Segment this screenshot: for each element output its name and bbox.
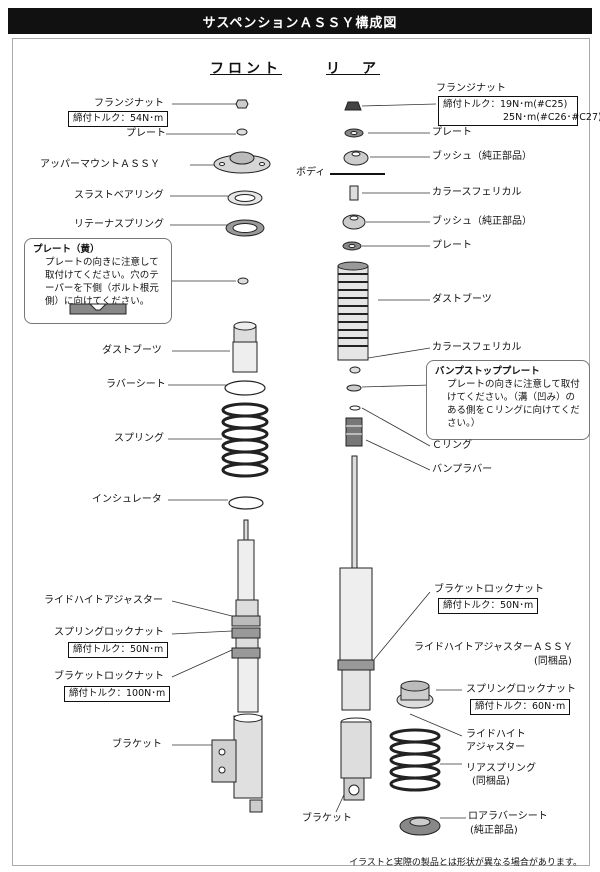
label-front-ride-height: ライドハイトアジャスター (44, 595, 163, 606)
front-plate-note: プレート（黄） プレートの向きに注意して取付けてください。穴のテーパーを下側（ボ… (24, 238, 172, 324)
front-rubber-sheet (224, 380, 266, 396)
torque-rear-line2: 25N･m(#C26･#C27) (503, 112, 600, 123)
front-bracket-part (211, 713, 263, 813)
rear-note-title: バンプストッププレート (435, 366, 540, 377)
diagram-frame (12, 38, 590, 866)
rear-c-ring (349, 405, 361, 411)
label-rear-spring: リアスプリング (466, 763, 536, 774)
front-spring (221, 402, 269, 478)
label-front-rubber-sheet: ラバーシート (106, 379, 166, 390)
label-front-thrust-bearing: スラストベアリング (74, 190, 164, 201)
label-front-flange-nut: フランジナット (94, 98, 164, 109)
rear-bump-plate-note: バンプストッププレート プレートの向きに注意して取付けてください。（溝（凹み）の… (426, 360, 590, 440)
label-front-dust-boot: ダストブーツ (102, 345, 162, 356)
rear-damper (337, 455, 375, 711)
rear-note-body: プレートの向きに注意して取付けてください。（溝（凹み）のある側をＣリングに向けて… (447, 379, 580, 429)
front-yellow-plate (237, 277, 249, 285)
front-insulator (228, 496, 264, 510)
front-retainer-spring (225, 219, 265, 237)
front-thrust-bearing (227, 190, 263, 206)
front-note-title: プレート（黄） (33, 244, 100, 255)
front-note-body: プレートの向きに注意して取付けてください。穴のテーパーを下側（ボルト根元側）に向… (45, 257, 159, 307)
front-plate (236, 128, 248, 136)
label-rear-collar-2: カラースフェリカル (432, 342, 522, 353)
label-rear-ride-height-line1: ライドハイト (466, 729, 526, 740)
rear-dust-boot (337, 261, 369, 361)
label-front-retainer-spring: リテーナスプリング (74, 219, 164, 230)
disclaimer-footer: イラストと実際の製品とは形状が異なる場合があります。 (349, 858, 582, 868)
label-rear-genuine: (純正部品) (470, 825, 518, 836)
label-rear-dust-boot: ダストブーツ (432, 294, 492, 305)
label-rear-body: ボディ (296, 167, 326, 178)
label-rear-lower-rubber: ロアラバーシート (468, 811, 548, 822)
label-front-upper-mount: アッパーマウントＡＳＳＹ (40, 159, 160, 170)
torque-rear-bracket-lock: 締付トルク：50N･m (438, 598, 539, 614)
rear-bump-plate (346, 384, 362, 392)
rear-bump-rubber (345, 417, 363, 447)
rear-heading: リ ア (326, 61, 380, 77)
label-rear-bush-1: ブッシュ（純正部品） (432, 151, 532, 162)
label-rear-bump-rubber: バンプラバー (432, 464, 493, 475)
front-upper-mount (213, 151, 271, 174)
rear-plate-2 (342, 241, 362, 251)
label-rear-included-1: (同梱品) (534, 656, 572, 667)
rear-bush-1 (343, 150, 369, 166)
label-rear-c-ring: Ｃリング (432, 440, 472, 451)
rear-plate-1 (344, 128, 364, 138)
label-front-bracket: ブラケット (112, 739, 162, 750)
label-front-bracket-lock: ブラケットロックナット (54, 671, 164, 682)
rear-flange-nut (344, 101, 362, 111)
rear-collar-1 (349, 185, 359, 201)
label-rear-included-2: (同梱品) (472, 776, 510, 787)
label-front-spring: スプリング (114, 433, 164, 444)
rear-bracket-part (340, 717, 372, 801)
label-rear-bracket-lock: ブラケットロックナット (434, 584, 544, 595)
page-title: サスペンションＡＳＳＹ構成図 (8, 8, 592, 34)
label-front-spring-lock: スプリングロックナット (54, 627, 164, 638)
torque-rear-flange-nut: 締付トルク：19N･m(#C25) 25N･m(#C26･#C27) (438, 96, 600, 126)
label-rear-ride-height-line2: アジャスター (466, 742, 526, 753)
label-rear-plate-1: プレート (432, 127, 472, 138)
rear-ride-height-assy (396, 680, 434, 709)
torque-front-spring-lock: 締付トルク：50N･m (68, 642, 169, 658)
label-rear-ride-height-assy: ライドハイトアジャスターＡＳＳＹ (414, 642, 573, 653)
rear-spring (389, 728, 441, 792)
rear-bush-2 (342, 214, 366, 230)
label-rear-bush-2: ブッシュ（純正部品） (432, 216, 532, 227)
front-dust-boot (232, 321, 258, 373)
torque-front-flange-nut: 締付トルク：54N･m (68, 111, 169, 127)
torque-rear-spring-lock: 締付トルク：60N･m (470, 699, 571, 715)
rear-lower-rubber-sheet (399, 816, 441, 836)
rear-collar-2 (349, 366, 361, 374)
leader-lines (166, 103, 466, 819)
label-rear-spring-lock: スプリングロックナット (466, 684, 576, 695)
front-heading: フロント (210, 61, 282, 77)
label-front-insulator: インシュレータ (92, 494, 162, 505)
label-rear-flange-nut: フランジナット (436, 83, 506, 94)
label-front-plate: プレート (126, 128, 166, 139)
torque-front-bracket-lock: 締付トルク：100N･m (64, 686, 171, 702)
front-flange-nut (235, 99, 249, 109)
label-rear-plate-2: プレート (432, 240, 472, 251)
torque-rear-line1: 締付トルク：19N･m(#C25) (443, 99, 568, 110)
front-damper (231, 519, 261, 713)
label-rear-bracket: ブラケット (302, 813, 352, 824)
label-rear-collar-1: カラースフェリカル (432, 187, 522, 198)
